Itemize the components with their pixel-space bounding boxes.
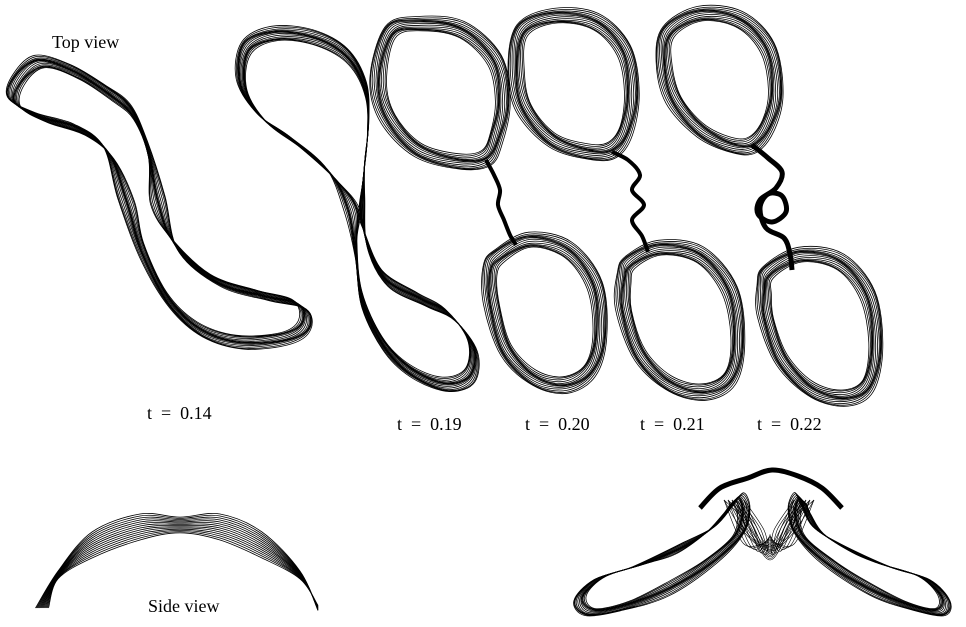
ring-t021-lower-filament [622,247,738,392]
side-right-lobe-filament [789,494,951,616]
ring-t021-lower-filament [623,249,736,392]
ring-t014-filament [7,56,312,348]
time-label-1: t = 0.19 [397,415,462,433]
side-top-bridge [700,470,842,508]
ring-t021-lower-filament [621,245,742,394]
top-view-label: Top view [52,33,119,51]
ring-t022-upper-filament [666,18,772,144]
ring-t020-upper-filament [378,23,502,162]
ring-t022-upper-filament [668,19,772,142]
bridge-t021 [612,152,648,252]
vortex-ring-t019 [235,25,479,391]
time-label-4: t = 0.22 [757,415,822,433]
vortex-ring-t022 [656,5,883,406]
vortex-ring-t014 [6,55,312,349]
ring-t020-upper-filament [380,27,500,160]
ring-t020-upper-filament [381,28,499,159]
vortex-ring-t021 [508,8,745,401]
time-label-0: t = 0.14 [147,404,212,422]
time-label-3: t = 0.21 [640,415,705,433]
bridge-t020 [486,160,516,245]
ring-t019-filament [244,39,470,380]
side-view-reconnected [574,470,952,616]
ring-t014-filament [7,58,311,347]
side-left-lobe-filament [576,496,747,614]
ring-t021-upper-filament [512,12,637,157]
ring-t022-upper-filament [664,14,773,146]
ring-t014-filament [14,63,305,341]
side-right-lobe-filament [799,503,941,610]
ring-t021-lower-filament [621,246,739,393]
ring-t022-lower-filament [764,256,874,398]
time-label-2: t = 0.20 [525,415,590,433]
vortex-ring-t020 [370,16,608,394]
ring-t020-lower-filament [494,245,596,379]
ring-t022-upper-filament [665,16,773,145]
ring-t022-lower-filament [768,260,872,393]
ring-t014-filament [11,60,308,343]
side-view-label: Side view [148,597,220,615]
